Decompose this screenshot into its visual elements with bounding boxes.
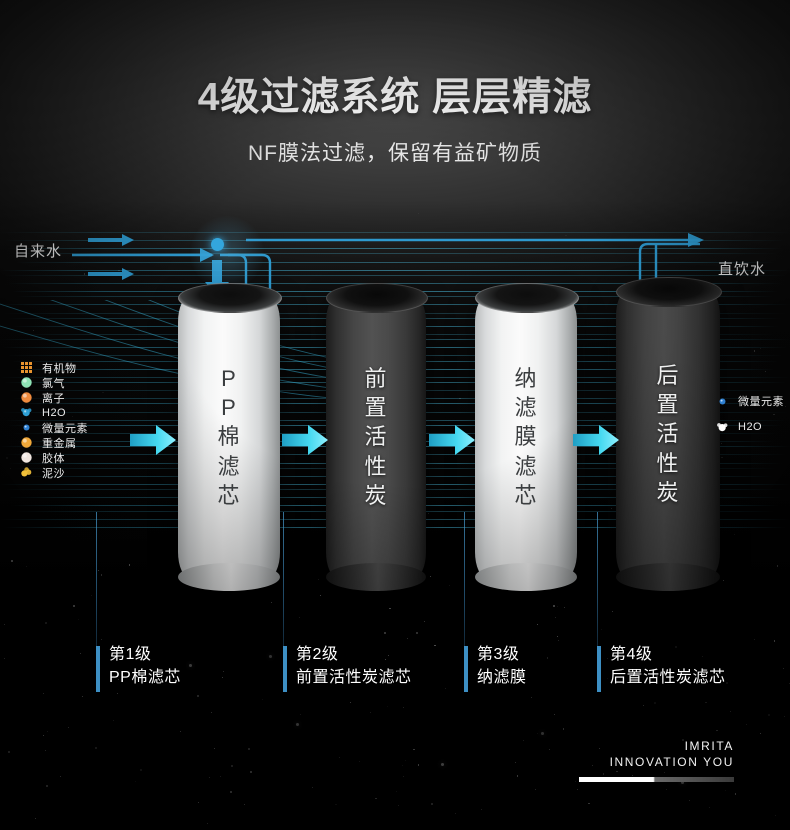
step-accent-bar [597, 646, 601, 692]
trace-element-dot-icon [20, 421, 33, 434]
sediment-cluster-icon [20, 466, 33, 479]
legend-item-label: 泥沙 [42, 467, 65, 480]
outlet-label: 直饮水 [718, 261, 767, 278]
trace-element-dot-icon [23, 424, 30, 431]
step-1-number: 第1级 [109, 646, 152, 663]
legend-item: 泥沙 [20, 465, 88, 480]
flow-arrow-1 [282, 425, 328, 455]
connector-line-4 [597, 512, 598, 660]
colloid-sphere-icon [20, 451, 33, 464]
legend-item-label: H2O [42, 406, 67, 419]
legend-item: 微量元素 [20, 420, 88, 435]
chlorine-sphere-icon [20, 376, 33, 389]
water-molecule-icon [20, 406, 33, 419]
filter-cylinder-4[interactable]: 后 置 活 性 炭 [616, 277, 722, 591]
brand-underline [579, 777, 734, 782]
filter-cylinder-4-label: 后 置 活 性 炭 [656, 363, 680, 505]
legend-item: 有机物 [20, 360, 88, 375]
filter-cylinder-1-label: P P 棉 滤 芯 [217, 366, 241, 508]
legend-item-label: 重金属 [42, 437, 77, 450]
ion-sphere-icon [20, 391, 33, 404]
step-2-name: 前置活性炭滤芯 [296, 669, 412, 686]
filter-cylinder-2[interactable]: 前 置 活 性 炭 [326, 283, 428, 591]
trace-element-dot-icon [716, 395, 729, 408]
step-3-name: 纳滤膜 [477, 669, 527, 686]
filter-cylinder-3-label: 纳 滤 膜 滤 芯 [514, 366, 538, 508]
step-4-number: 第4级 [610, 646, 653, 663]
organic-grid-icon [20, 361, 33, 374]
water-molecule-icon [716, 421, 729, 434]
step-label-2: 第2级 前置活性炭滤芯 [283, 644, 412, 692]
water-molecule-icon [21, 408, 32, 417]
brand-name: IMRITA [684, 739, 734, 753]
output-legend-item: H2O [716, 414, 784, 440]
output-legend: 微量元素 H2O [716, 388, 784, 440]
flow-arrow-2 [429, 425, 475, 455]
page-subtitle: NF膜法过滤，保留有益矿物质 [248, 142, 542, 165]
step-3-number: 第3级 [477, 646, 520, 663]
filter-cylinder-1[interactable]: P P 棉 滤 芯 [178, 283, 282, 591]
page-title: 4级过滤系统 层层精滤 [197, 76, 593, 119]
heavy-metal-sphere-icon [20, 436, 33, 449]
organic-grid-icon [21, 362, 32, 373]
colloid-sphere-icon [21, 452, 32, 463]
sediment-cluster-icon [21, 467, 32, 477]
step-accent-bar [464, 646, 468, 692]
step-accent-bar [96, 646, 100, 692]
filter-cylinder-3[interactable]: 纳 滤 膜 滤 芯 [475, 283, 579, 591]
flow-arrow-0 [130, 425, 176, 455]
step-4-name: 后置活性炭滤芯 [610, 669, 726, 686]
trace-element-dot-icon [719, 398, 726, 404]
step-1-name: PP棉滤芯 [109, 669, 181, 686]
filter-cylinder-2-label: 前 置 活 性 炭 [364, 366, 388, 508]
legend-item: 重金属 [20, 435, 88, 450]
legend-item-label: 氯气 [42, 377, 65, 390]
legend-item-label: 微量元素 [42, 422, 88, 435]
step-label-4: 第4级 后置活性炭滤芯 [597, 644, 726, 692]
legend-item: 氯气 [20, 375, 88, 390]
connector-line-2 [283, 512, 284, 660]
output-legend-item: 微量元素 [716, 388, 784, 414]
brand-tagline: INNOVATION YOU [609, 755, 734, 769]
junction-node-icon [211, 238, 224, 251]
legend-item-label: 有机物 [42, 362, 77, 375]
legend-item-label: 胶体 [42, 452, 65, 465]
flow-arrow-3 [573, 425, 619, 455]
step-label-3: 第3级 纳滤膜 [464, 644, 527, 692]
output-legend-item-label: 微量元素 [738, 396, 784, 408]
heavy-metal-sphere-icon [21, 437, 32, 448]
inlet-label: 自来水 [14, 243, 63, 260]
output-legend-item-label: H2O [738, 421, 763, 433]
legend-item-label: 离子 [42, 392, 65, 405]
legend-item: H2O [20, 405, 88, 420]
step-accent-bar [283, 646, 287, 692]
chlorine-sphere-icon [21, 377, 32, 388]
junction-glow [190, 216, 264, 290]
legend-item: 胶体 [20, 450, 88, 465]
connector-line-3 [464, 512, 465, 660]
brand-block: IMRITA INNOVATION YOU [579, 738, 734, 782]
ion-sphere-icon [21, 392, 32, 403]
legend-item: 离子 [20, 390, 88, 405]
connector-line-1 [96, 512, 97, 660]
step-label-1: 第1级 PP棉滤芯 [96, 644, 181, 692]
step-2-number: 第2级 [296, 646, 339, 663]
water-molecule-icon [717, 422, 728, 431]
